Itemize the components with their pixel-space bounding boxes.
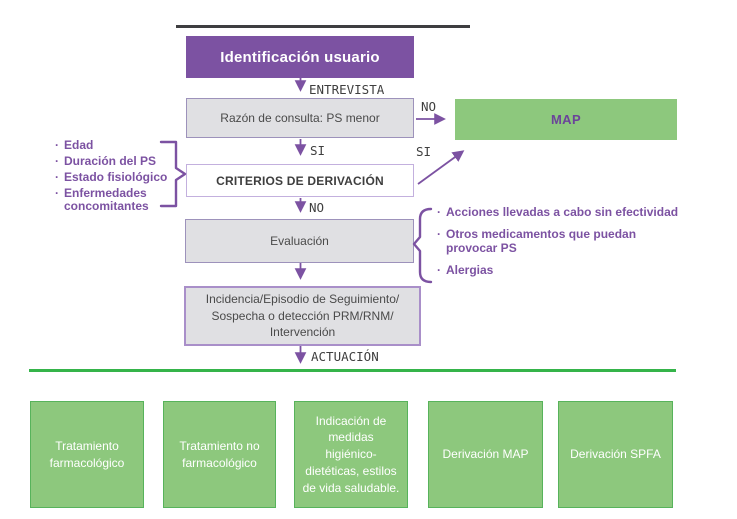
identificacion-usuario-node: Identificación usuario (186, 36, 414, 78)
bullet: · (55, 170, 59, 184)
edge-label-si-down: SI (310, 143, 326, 158)
list-item: · Otros medicamentos que puedan provocar… (437, 227, 689, 255)
incidencia-line: Intervención (269, 325, 336, 340)
bullet: · (437, 263, 441, 277)
list-item: · Edad (55, 139, 177, 152)
list-item-label: Alergias (446, 263, 494, 277)
list-item-label: Otros medicamentos que puedan provocar P… (446, 227, 637, 255)
incidencia-line: Sospecha o detección PRM/RNM/ (211, 308, 394, 323)
bracket-right-icon (412, 207, 433, 284)
edge-label-no-to-map: NO (421, 99, 437, 114)
edge-label-no-down: NO (309, 200, 325, 215)
evaluation-items-list: · Acciones llevadas a cabo sin efectivid… (437, 205, 689, 285)
outcome-derivacion-map: Derivación MAP (428, 401, 543, 508)
incidencia-node: Incidencia/Episodio de Seguimiento/ Sosp… (184, 286, 421, 346)
list-item-label: Estado fisiológico (64, 170, 168, 184)
edge-label-si-to-map: SI (416, 144, 432, 159)
actuacion-divider-line (29, 369, 676, 372)
list-item-label: Duración del PS (64, 154, 157, 168)
list-item: · Alergias (437, 263, 689, 277)
outcome-derivacion-spfa: Derivación SPFA (558, 401, 673, 508)
edge-label-actuacion: ACTUACIÓN (311, 349, 379, 364)
evaluacion-node: Evaluación (185, 219, 414, 263)
outcome-tratamiento-farmacologico: Tratamiento farmacológico (30, 401, 144, 508)
edge-label-entrevista: ENTREVISTA (309, 82, 385, 97)
list-item: · Enfermedades concomitantes (55, 187, 177, 213)
criterios-derivacion-node: CRITERIOS DE DERIVACIÓN (186, 164, 414, 197)
list-item: · Estado fisiológico (55, 171, 177, 184)
top-edge-line (176, 25, 470, 28)
map-node: MAP (455, 99, 677, 140)
list-item: · Duración del PS (55, 155, 177, 168)
list-item-label: Acciones llevadas a cabo sin efectividad (446, 205, 679, 219)
bullet: · (437, 205, 441, 219)
incidencia-line: Incidencia/Episodio de Seguimiento/ (205, 291, 400, 306)
bullet: · (437, 227, 441, 241)
bullet: · (55, 138, 59, 152)
list-item-label: Edad (64, 138, 94, 152)
list-item: · Acciones llevadas a cabo sin efectivid… (437, 205, 689, 219)
derivation-criteria-list: · Edad · Duración del PS · Estado fisiol… (55, 139, 177, 216)
bullet: · (55, 186, 59, 200)
razon-consulta-node: Razón de consulta: PS menor (186, 98, 414, 138)
outcome-medidas-higienico-dieteticas: Indicación de medidas higiénico-dietétic… (294, 401, 408, 508)
outcome-tratamiento-no-farmacologico: Tratamiento no farmacológico (163, 401, 276, 508)
bullet: · (55, 154, 59, 168)
list-item-label: Enfermedades concomitantes (64, 186, 149, 213)
